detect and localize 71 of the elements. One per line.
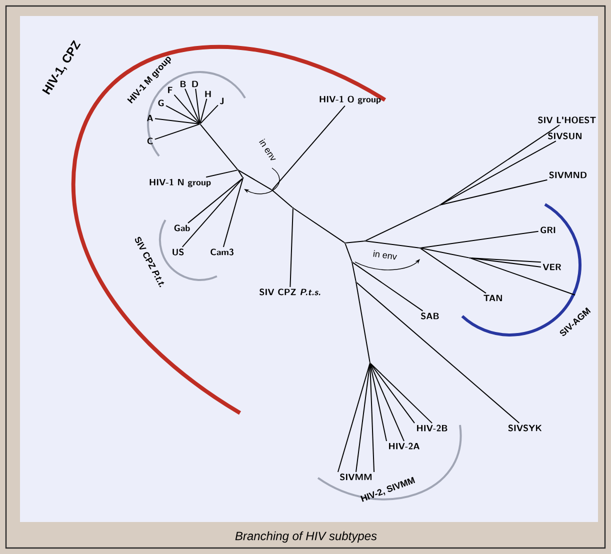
leaf-label: SIVSUN — [548, 132, 582, 140]
tree-branch — [200, 98, 208, 124]
tree-branch — [272, 105, 346, 190]
tree-branch — [182, 178, 243, 248]
tree-branch — [370, 363, 375, 472]
leaf-label: D — [192, 80, 198, 88]
leaf-label: Gab — [174, 224, 190, 232]
tree-branch — [370, 363, 388, 442]
tree-branch — [222, 178, 244, 248]
leaf-label: TAN — [484, 294, 502, 302]
leaf-label: HIV-2B — [417, 424, 448, 432]
tree-branch — [174, 94, 200, 124]
leaf-label: VER — [542, 264, 561, 270]
leaf-label: SIV L'HOEST — [538, 116, 596, 124]
tree-branch — [356, 282, 520, 424]
caption: Branching of HIV subtypes — [235, 531, 377, 543]
tree-branch — [370, 363, 404, 442]
tree-branch — [420, 230, 539, 248]
leaf-label: Cam3 — [210, 248, 234, 256]
tree-branch — [356, 363, 370, 472]
tree-branch — [290, 208, 294, 288]
annotation-text: in env — [259, 138, 276, 160]
leaf-label: G — [158, 100, 164, 106]
leaf-label: GRI — [540, 226, 556, 234]
leaf-label: F — [168, 86, 172, 94]
tree-branch — [154, 118, 200, 124]
tree-branch — [337, 363, 370, 472]
leaf-label: HIV-2A — [389, 442, 420, 450]
tree-branch — [166, 105, 200, 124]
tree-branch — [154, 124, 200, 140]
tree-branch — [344, 243, 352, 262]
group-label: SIV CPZ P.t.t. — [134, 236, 164, 288]
leaf-label: SIVMND — [549, 172, 587, 178]
tree-branch — [272, 190, 293, 208]
tree-branch — [365, 240, 420, 248]
tree-branch — [420, 248, 486, 294]
leaf-label: H — [205, 90, 211, 98]
tree-branch — [238, 170, 272, 190]
leaf-label: SAB — [421, 312, 439, 320]
tree-branch — [345, 240, 365, 244]
tree-branch — [420, 248, 470, 258]
leaf-label: HIV-1 O group — [320, 96, 381, 104]
leaf-label: SIVSYK — [508, 424, 542, 432]
leaf-label: C — [147, 138, 153, 144]
tree-branch — [206, 170, 238, 178]
tree-branch — [238, 170, 243, 178]
annotation-text: in env — [373, 250, 398, 260]
leaf-label: SIV CPZ P.t.s. — [260, 288, 320, 296]
leaf-label: J — [220, 98, 224, 104]
tree-branch — [188, 178, 243, 224]
leaf-label: US — [172, 248, 184, 256]
tree-branch — [470, 258, 542, 263]
leaf-label: B — [180, 80, 186, 88]
leaf-label: HIV-1 N group — [150, 178, 211, 188]
tree-branch — [356, 282, 370, 363]
leaf-label: SIVMM — [340, 474, 372, 480]
tree-branch — [440, 179, 548, 206]
leaf-label: A — [147, 114, 153, 122]
tree-branch — [440, 140, 556, 206]
tree-branch — [195, 88, 200, 124]
tree-branch — [370, 363, 432, 424]
tree-branch — [365, 204, 440, 242]
tree-branch — [370, 363, 416, 424]
tree-branch — [184, 88, 200, 124]
tree-branch — [352, 262, 424, 312]
tree-branch — [200, 104, 218, 124]
tree-branch — [293, 208, 345, 243]
tree-branch — [200, 124, 238, 170]
tree-branch — [440, 124, 560, 205]
tree-branch — [470, 258, 576, 296]
tree-branch — [352, 262, 356, 282]
